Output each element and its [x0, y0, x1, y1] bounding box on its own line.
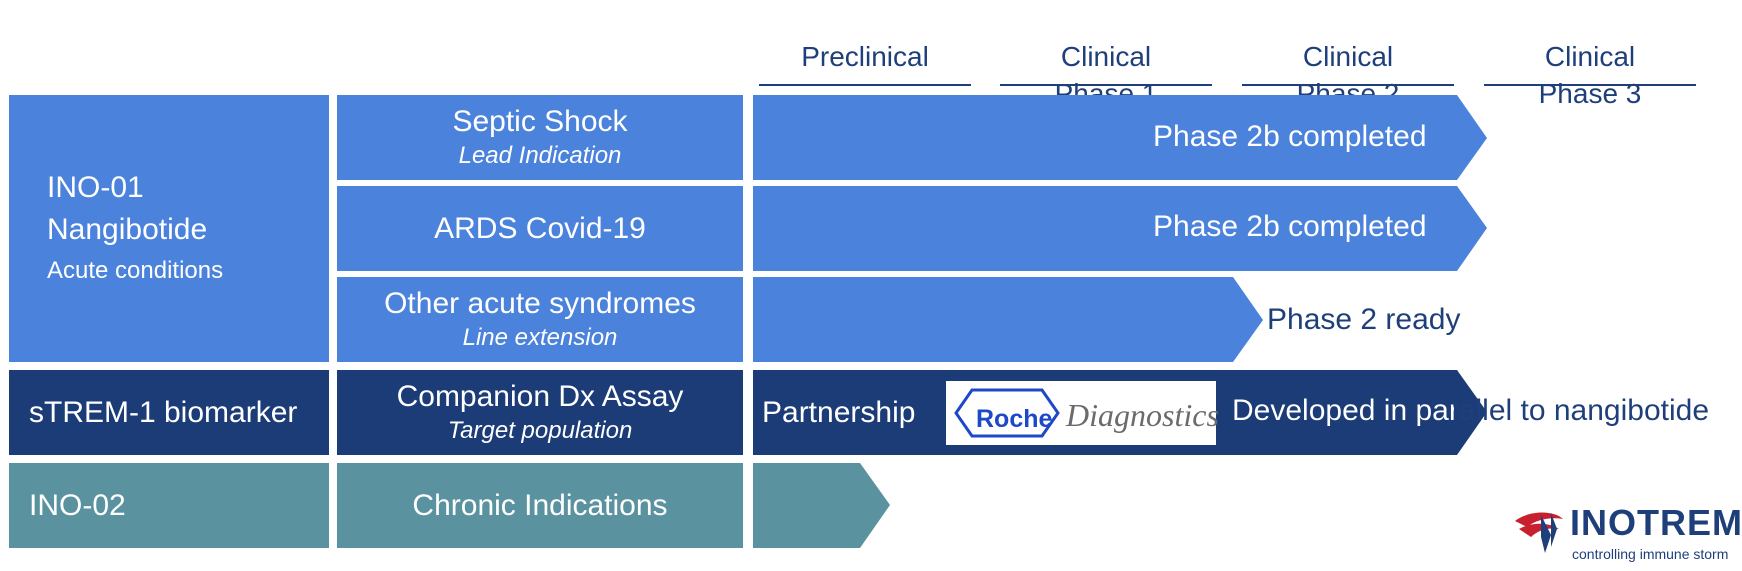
- program-note: Acute conditions: [47, 256, 224, 284]
- indication-title: Other acute syndromes: [384, 286, 696, 320]
- program-ino-02: INO-02: [9, 463, 329, 548]
- roche-hexagon-icon: [954, 388, 1060, 438]
- indication-title: Companion Dx Assay: [396, 379, 684, 413]
- indication-subtitle: Lead Indication: [458, 141, 622, 169]
- program-strem-1-biomarker: sTREM-1 biomarker: [9, 370, 329, 455]
- progress-arrow-ards-covid-19: [753, 186, 1487, 271]
- progress-arrow-other-acute-syndromes: [753, 277, 1263, 362]
- phase-underline-clinical-phase-2: [1242, 84, 1454, 86]
- inotrem-wordmark: INOTREM: [1570, 502, 1742, 543]
- phase-underline-preclinical: [759, 84, 971, 86]
- bar-label-other-acute-syndromes: Phase 2 ready: [1267, 303, 1461, 336]
- program-subname: Nangibotide: [47, 212, 208, 246]
- bar-label-developed-in-parallel: Developed in parallel to nangibotide: [1232, 393, 1709, 429]
- phase-underline-clinical-phase-1: [1000, 84, 1212, 86]
- diagnostics-wordmark: Diagnostics: [1066, 397, 1219, 433]
- bar-label-partnership: Partnership: [762, 396, 916, 429]
- program-ino-01: INO-01 Nangibotide Acute conditions: [9, 95, 329, 362]
- progress-arrow-chronic-indications: [753, 463, 890, 548]
- phase-header-preclinical: Preclinical: [801, 41, 929, 72]
- indication-septic-shock: Septic Shock Lead Indication: [337, 95, 743, 180]
- roche-diagnostics-logo: Roche Diagnostics: [946, 381, 1219, 445]
- progress-arrow-septic-shock: [753, 95, 1487, 180]
- bar-label-developed-in-parallel-text: Developed in parallel to nangibotide: [1232, 394, 1710, 427]
- indication-title: ARDS Covid-19: [434, 211, 646, 245]
- program-name: INO-01: [47, 170, 144, 204]
- inotrem-tagline: controlling immune storm: [1572, 546, 1729, 562]
- program-name: sTREM-1 biomarker: [29, 395, 298, 429]
- indication-title: Chronic Indications: [412, 488, 668, 522]
- indication-title: Septic Shock: [452, 104, 628, 138]
- indication-other-acute-syndromes: Other acute syndromes Line extension: [337, 277, 743, 362]
- inotrem-storm-icon: [1515, 512, 1563, 553]
- indication-companion-dx-assay: Companion Dx Assay Target population: [337, 370, 743, 455]
- indication-chronic-indications: Chronic Indications: [337, 463, 743, 548]
- phase-underline-clinical-phase-3: [1484, 84, 1696, 86]
- indication-ards-covid-19: ARDS Covid-19: [337, 186, 743, 271]
- program-name: INO-02: [29, 488, 126, 522]
- bar-label-ards-covid-19: Phase 2b completed: [1153, 210, 1427, 243]
- indication-subtitle: Line extension: [462, 323, 618, 351]
- bar-label-septic-shock: Phase 2b completed: [1153, 120, 1427, 153]
- indication-subtitle: Target population: [447, 416, 633, 444]
- roche-mark: Roche: [976, 405, 1053, 433]
